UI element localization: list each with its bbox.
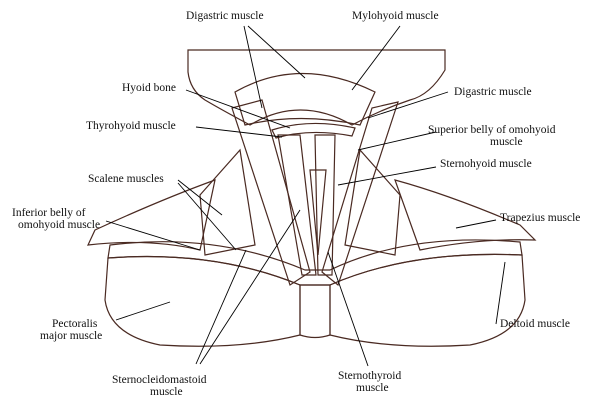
- label-sternothyroid-2: muscle: [356, 382, 389, 394]
- sternohyoid-left: [277, 134, 317, 276]
- chin-skin: [187, 49, 446, 126]
- label-pectoralis-2: major muscle: [40, 330, 103, 342]
- label-trapezius: Trapezius muscle: [500, 212, 581, 224]
- tracheal-gap: [309, 169, 327, 256]
- trapezius-left: [87, 179, 216, 251]
- leader-lines: [105, 25, 506, 367]
- trapezius-muscle: [394, 179, 537, 251]
- label-scm-2: muscle: [150, 386, 183, 398]
- pectoralis-major-right: [329, 253, 526, 347]
- sternocleidomastoid-right: [321, 101, 399, 287]
- label-inferior-omohyoid-2: omohyoid muscle: [18, 219, 101, 231]
- label-hyoid-bone: Hyoid bone: [122, 82, 176, 94]
- label-superior-omohyoid-1: Superior belly of omohyoid: [428, 124, 556, 136]
- pectoralis-major-left: [104, 255, 301, 347]
- hyoid-bone: [271, 122, 356, 139]
- sternohyoid-right: [314, 134, 336, 276]
- sternocleidomastoid-left: [231, 99, 311, 286]
- label-pectoralis-1: Pectoralis: [52, 318, 98, 330]
- label-sternohyoid: Sternohyoid muscle: [440, 158, 532, 170]
- label-superior-omohyoid-2: muscle: [490, 136, 523, 148]
- label-digastric-right: Digastric muscle: [454, 86, 532, 98]
- scalene-right: [344, 148, 401, 256]
- label-sternothyroid-1: Sternothyroid: [338, 370, 402, 382]
- scalene-left: [199, 148, 256, 256]
- mylohyoid-region: [234, 73, 376, 126]
- label-scm-1: Sternocleidomastoid: [112, 374, 207, 386]
- label-thyrohyoid: Thyrohyoid muscle: [86, 120, 176, 132]
- label-scalene: Scalene muscles: [88, 173, 164, 185]
- label-digastric-top: Digastric muscle: [186, 10, 264, 22]
- label-mylohyoid: Mylohyoid muscle: [352, 10, 439, 22]
- label-deltoid: Deltoid muscle: [500, 318, 570, 330]
- sternum: [299, 284, 331, 339]
- label-inferior-omohyoid-1: Inferior belly of: [12, 207, 86, 219]
